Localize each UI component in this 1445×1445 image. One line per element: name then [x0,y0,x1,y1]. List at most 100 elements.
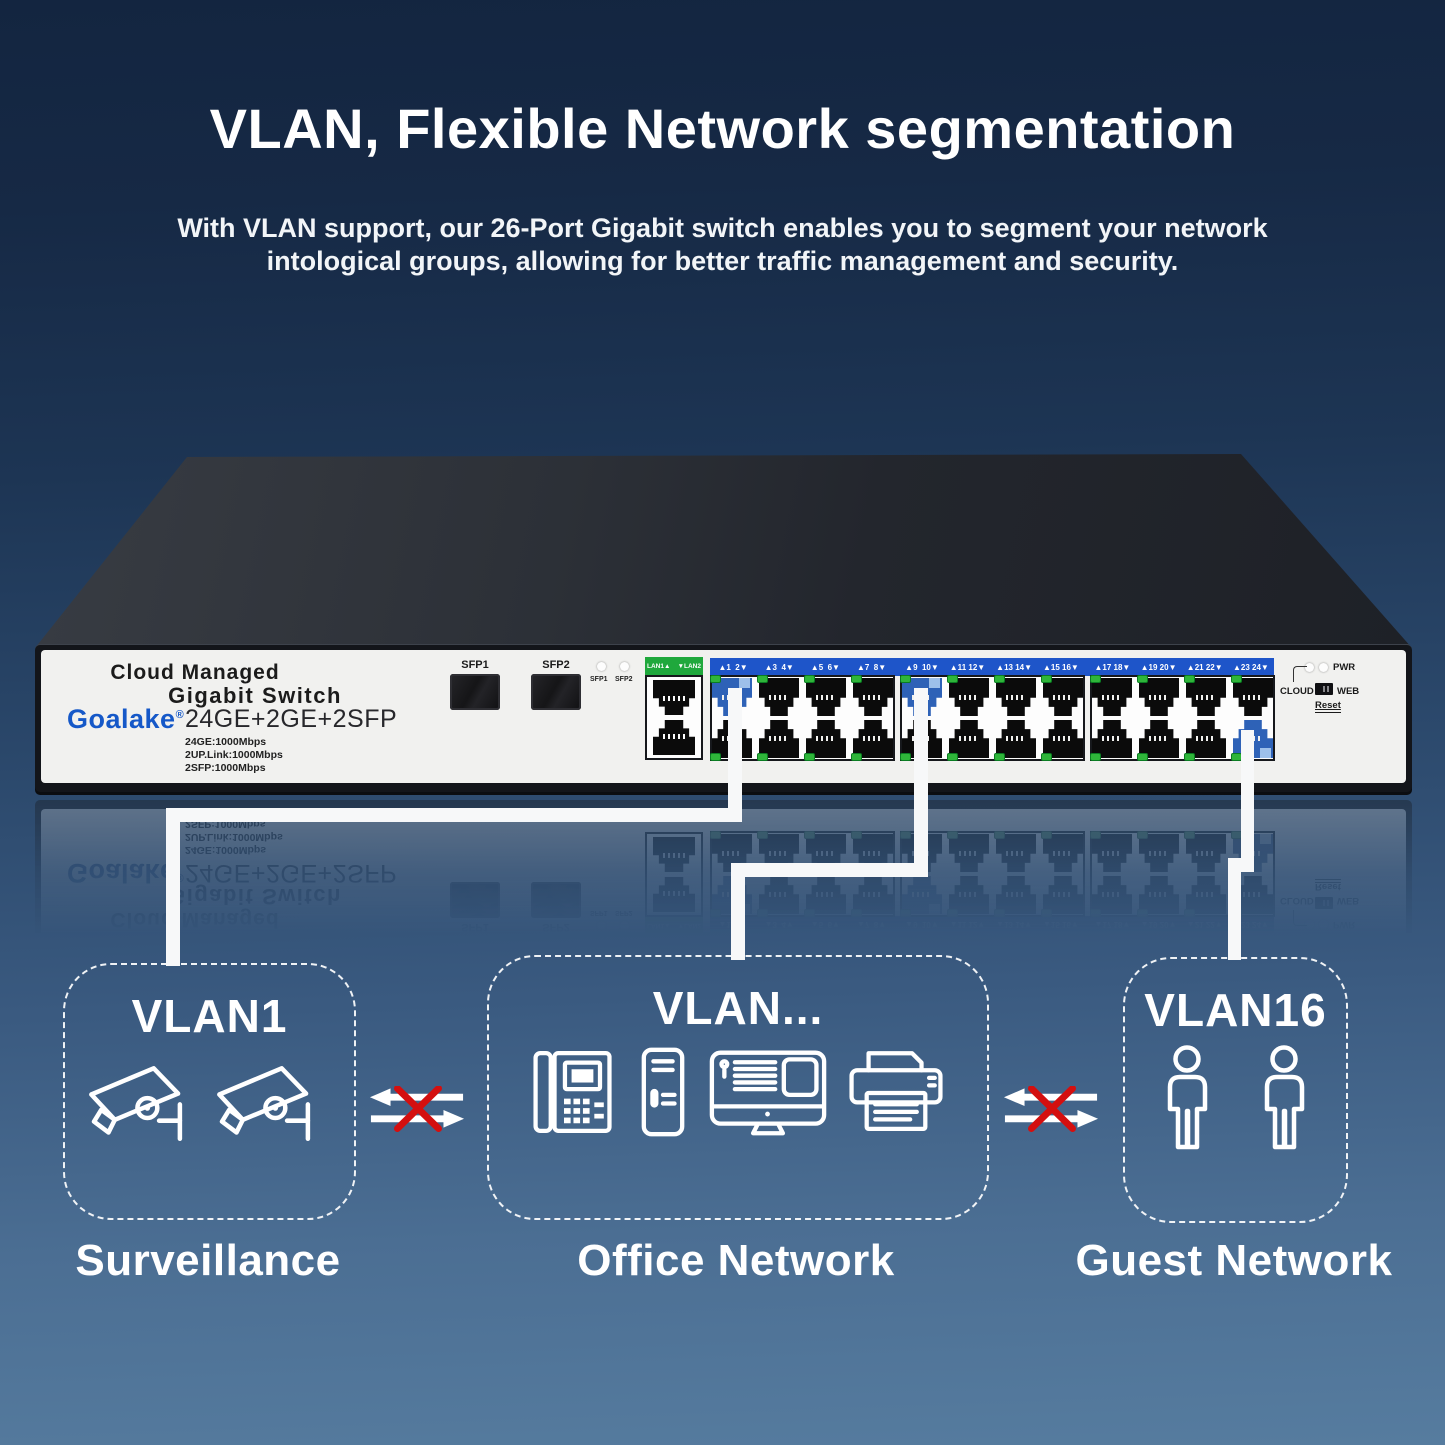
rj45-port [757,876,799,917]
cloud-web-toggle-switch [1315,897,1333,909]
faceplate-text-gigabit-switch: Gigabit Switch [168,683,342,708]
vlan16-caption: Guest Network [1075,1236,1393,1285]
cable-port1-segment [166,808,742,822]
vlan16-group-box: VLAN16 [1123,957,1348,1223]
cable-port9-to-vlan-mid [731,863,745,960]
subtitle-line-2: intological groups, allowing for better … [266,246,1179,276]
rj45-port [804,720,846,761]
rj45-port [1041,720,1083,761]
cable-port1-segment [728,688,742,822]
rj45-port [1090,876,1132,917]
port-bank-3 [1090,675,1275,761]
sfp2-label: SFP2 [542,921,570,933]
cloud-led-pointer-line [1293,666,1307,682]
spec-line: 2SFP:1000Mbps [185,762,266,774]
cloud-led-pointer-line [1293,910,1307,926]
rj45-port [994,876,1036,917]
rj45-port [994,720,1036,761]
port-pair-label: ▲5 6▼ [810,920,840,930]
rj45-port [947,831,989,872]
rj45-port [1041,831,1083,872]
pc-tower-icon [641,1047,685,1137]
uplink-port-group [645,675,703,760]
brand-name: Goalake [67,704,176,734]
brand-logo: Goalake® [67,704,184,735]
rj45-port [947,876,989,917]
cable-port1-to-vlan1 [166,808,180,966]
cloud-led [1305,663,1314,672]
brand-name: Goalake [67,858,176,888]
port-pair-label: ▲7 8▼ [856,920,887,930]
sfp2-led [620,921,629,930]
port-banner-bank1: ▲1 2▼ ▲3 4▼ ▲5 6▼ ▲7 8▼ [710,658,895,676]
sfp1-led [597,921,606,930]
model-text: 24GE+2GE+2SFP [185,705,398,733]
rj45-port [851,720,893,761]
uplink-banner: LAN1▲ ▼LAN2 [645,917,703,935]
vlan1-title: VLAN1 [131,990,288,1042]
desktop-computer-icon [709,1050,827,1136]
sfp2-slot [531,674,581,710]
spec-line: 2UP.Link:1000Mbps [185,831,283,843]
vlan1-group-box: VLAN1 [63,963,356,1220]
rj45-port [1090,720,1132,761]
pwr-label: PWR [1333,662,1356,673]
cloud-led [1305,920,1314,929]
port-pair-label: ▲7 8▼ [856,662,887,672]
faceplate-text-cloud-managed: Cloud Managed [110,908,280,931]
rj45-port [804,876,846,917]
pwr-led [1319,920,1328,929]
port-banner-bank3: ▲17 18▼ ▲19 20▼ ▲21 22▼ ▲23 24▼ [1089,916,1274,934]
reset-button-label: Reset [1315,879,1341,892]
port-pair-label: ▲11 12▼ [949,920,986,930]
rj45-port [851,876,893,917]
reset-button-label: Reset [1315,700,1341,713]
sfp1-label: SFP1 [461,659,489,671]
web-mode-label: WEB [1337,686,1360,697]
port-pair-label: ▲11 12▼ [949,662,986,672]
rj45-port [947,675,989,716]
web-mode-label: WEB [1337,895,1360,906]
sfp1-led-label: SFP1 [590,909,608,916]
uplink-lan1-label: LAN1▲ [647,922,671,930]
rj45-port [1184,876,1226,917]
rj45-port-9-active [900,876,942,917]
rj45-port [757,675,799,716]
port-pair-label: ▲5 6▼ [810,662,840,672]
cable-port9-segment [731,863,928,877]
cable-port24-segment [1241,730,1254,872]
port-pair-label: ▲23 24▼ [1232,662,1269,672]
pwr-label: PWR [1333,919,1356,930]
vlan1-caption: Surveillance [75,1236,341,1285]
port-pair-label: ▲19 20▼ [1140,662,1177,672]
rj45-port [1184,675,1226,716]
rj45-port [1137,675,1179,716]
desk-phone-icon [533,1051,612,1133]
uplink-port-lan2 [653,837,695,872]
port-pair-label: ▲3 4▼ [764,662,794,672]
faceplate-text-cloud-managed: Cloud Managed [110,661,280,684]
vlan16-title: VLAN16 [1144,984,1327,1036]
port-pair-label: ▲17 18▼ [1094,920,1131,930]
vlan-mid-caption: Office Network [577,1236,895,1285]
switch-front-face: Cloud Managed Gigabit Switch Goalake® 24… [35,645,1412,792]
port-pair-label: ▲13 14▼ [996,920,1033,930]
uplink-lan1-label: LAN1▲ [647,662,671,670]
registered-mark: ® [175,709,185,721]
spec-line: 2UP.Link:1000Mbps [185,749,283,761]
person-icon [1264,1045,1304,1150]
vlan-mid-title: VLAN... [652,982,824,1034]
port-pair-label: ▲9 10▼ [905,662,939,672]
sfp1-led-label: SFP1 [590,676,608,683]
sfp1-slot [450,882,500,918]
rj45-port [994,675,1036,716]
rj45-port [804,675,846,716]
port-number-banner: ▲1 2▼ ▲3 4▼ ▲5 6▼ ▲7 8▼ ▲9 10▼ ▲11 12▼ ▲… [710,658,1274,676]
uplink-lan2-label: ▼LAN2 [677,662,701,670]
sfp2-slot [531,882,581,918]
cctv-camera-icon [88,1066,182,1142]
sfp2-led-label: SFP2 [615,676,633,683]
port-bank-2 [900,675,1085,761]
uplink-port-lan2 [653,720,695,755]
